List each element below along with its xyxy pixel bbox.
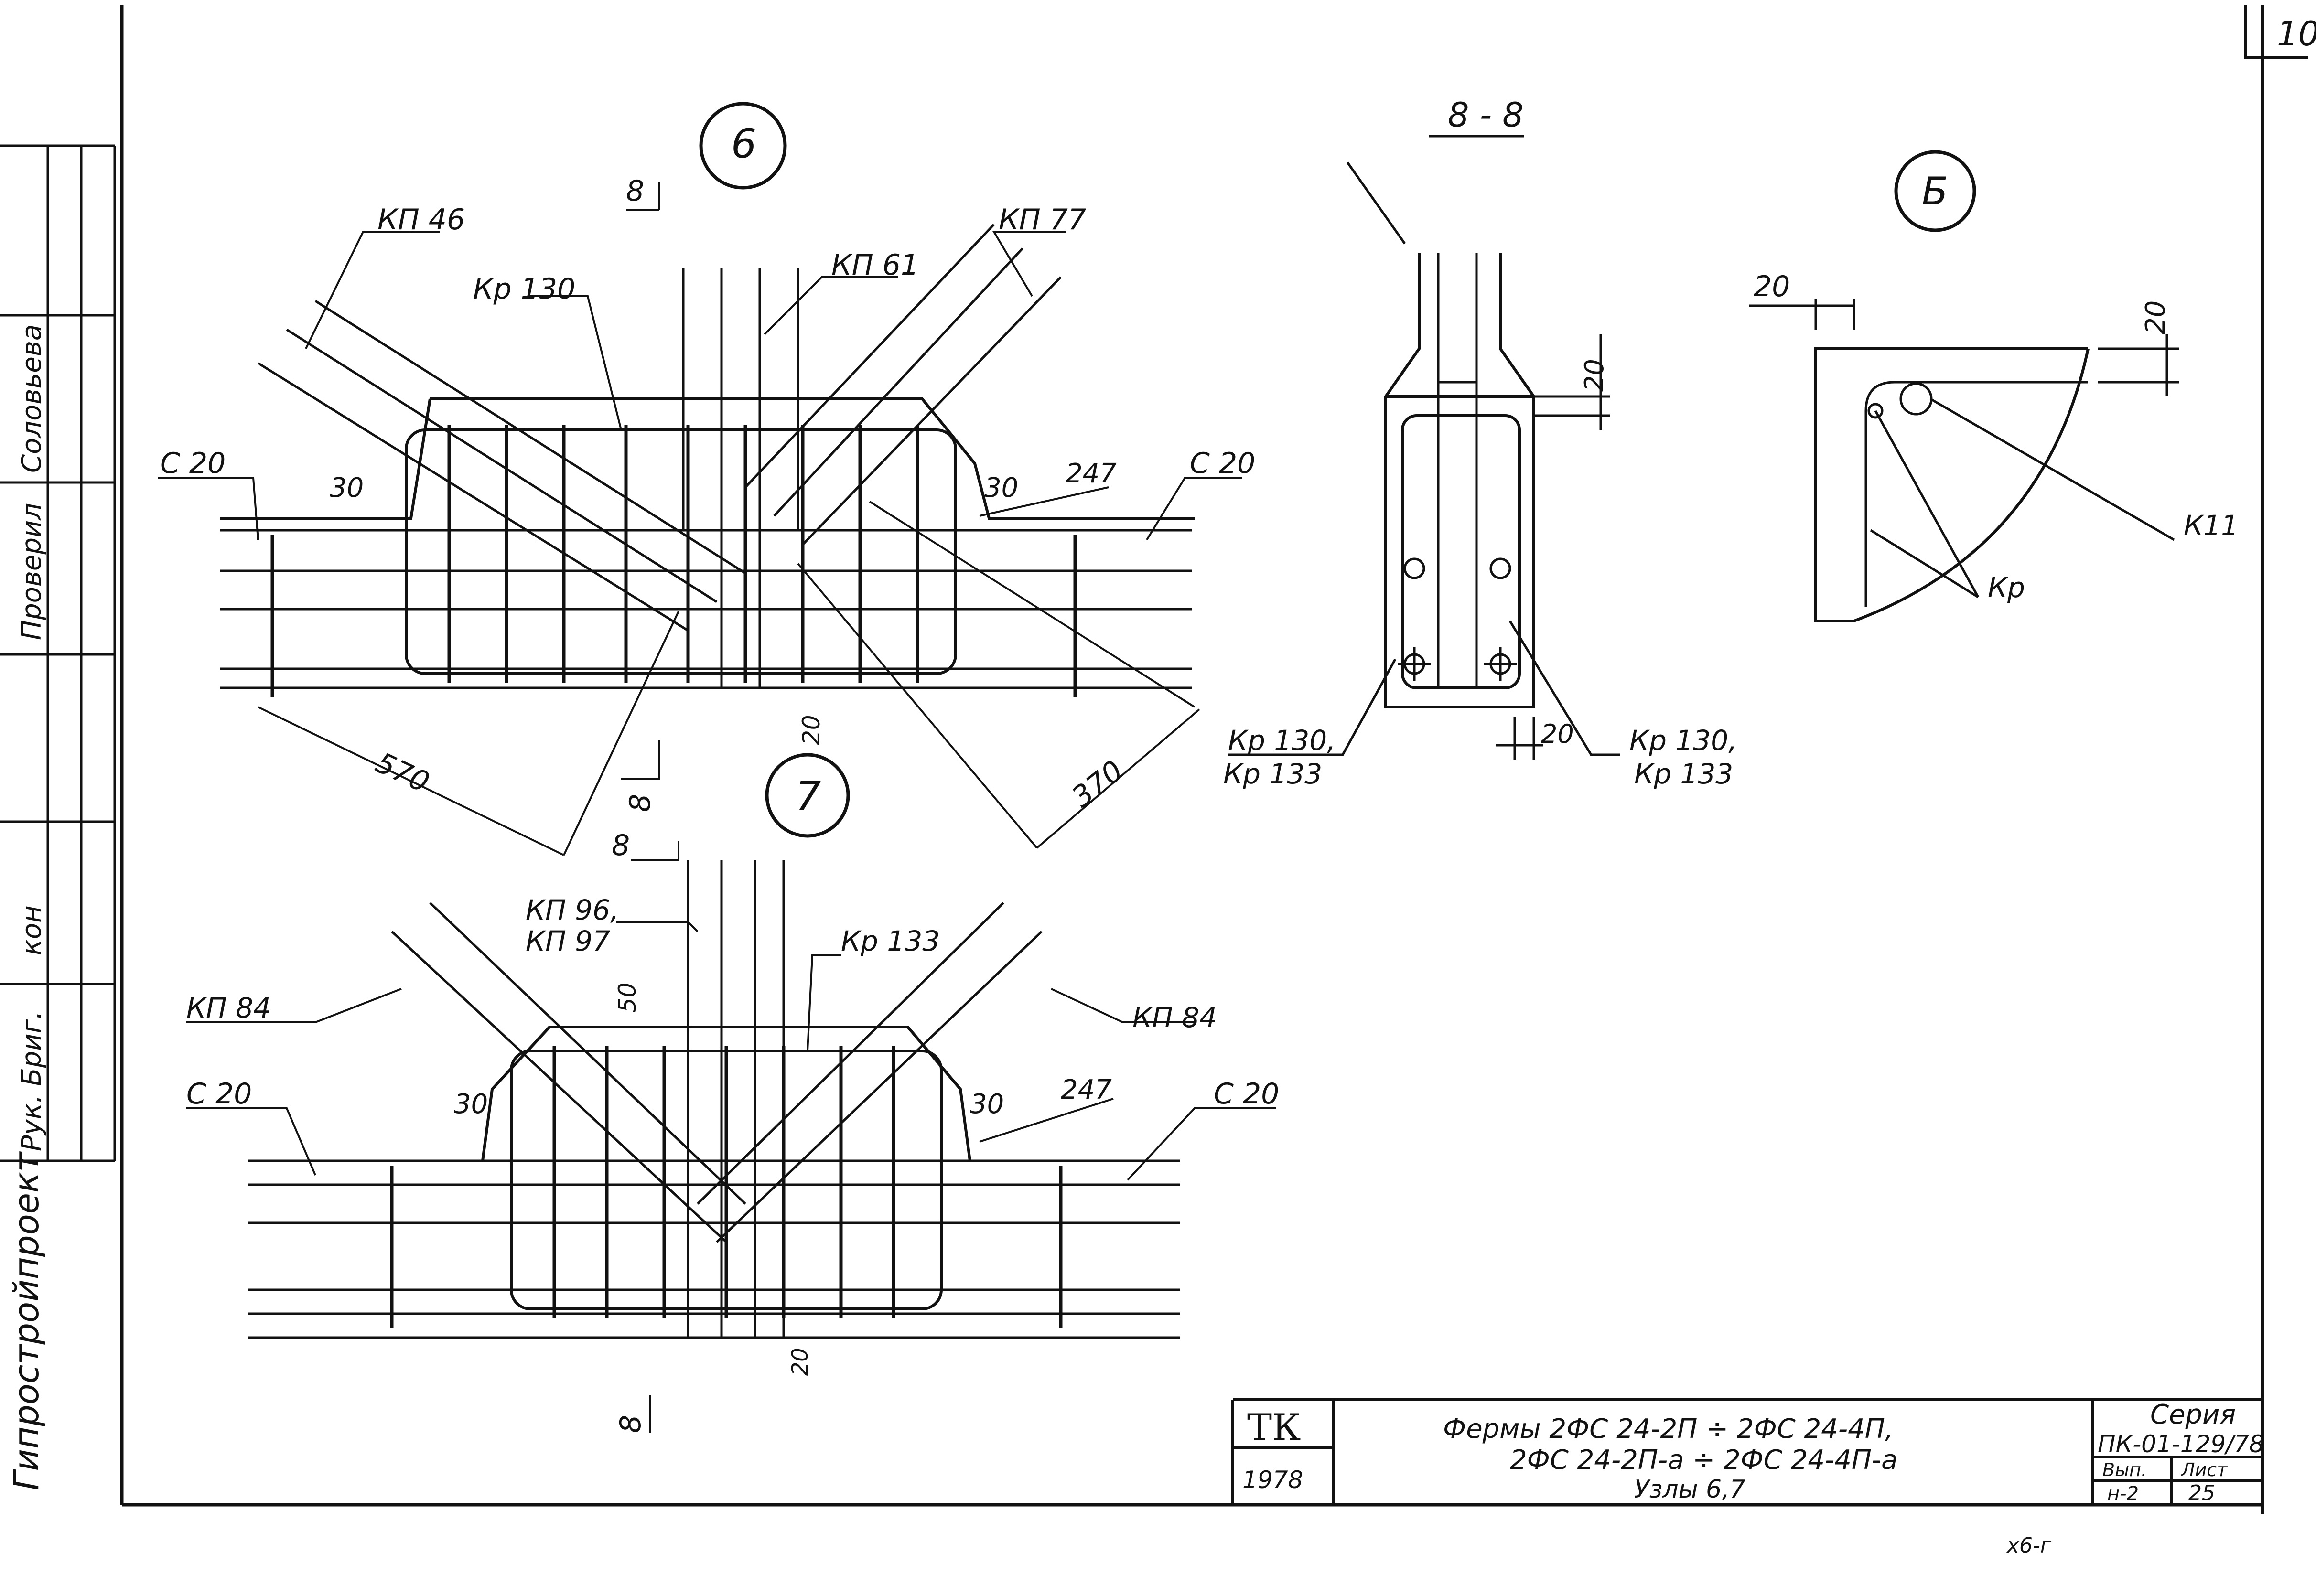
stamp-title-1: Фермы 2ФС 24-2П ÷ 2ФС 24-4П, [1443,1414,1894,1445]
title-stamp: ТК 1978 Фермы 2ФС 24-2П ÷ 2ФС 24-4П, 2ФС… [1231,1398,2264,1505]
label-kp96: КП 96, [526,894,619,926]
node-7-marker-circle [765,753,850,838]
node-6-marker: 6 [731,120,756,167]
stamp-series-value: ПК-01-129/78 [2098,1430,2264,1458]
label-k11: К11 [2184,509,2239,542]
section-mark-top: 8 [626,174,644,208]
section-mark-bottom: 8 [624,794,657,812]
stamp-title-3: Узлы 6,7 [1634,1475,1745,1504]
role-1: Рук. Бриг. [16,1011,47,1151]
stamp-org: ТК [1247,1406,1301,1449]
dim-20-node-b-side: 20 [2140,300,2171,334]
section-mark-bottom-7: 8 [614,1415,647,1433]
role-3: Проверил [16,503,47,640]
label-c20-left: С 20 [160,447,226,480]
label-c20-right: С 20 [1190,447,1255,480]
label-kr133: Кр 133 [841,925,940,957]
dim-30-left-7: 30 [454,1089,488,1120]
section-8-8-drawing: 8 - 8 20 [1223,96,1737,790]
stamp-title-2: 2ФС 24-2П-а ÷ 2ФС 24-4П-а [1510,1445,1897,1476]
stamp-sheet-label: Лист [2180,1459,2228,1480]
dim-20-section-bottom: 20 [1541,719,1574,749]
node-6-marker-circle [699,102,787,190]
org-name-vertical: Гипростройпроект [6,1151,46,1490]
left-title-strip: Гипростройпроект Рук. Бриг. кон Проверил… [0,144,116,1490]
label-kr133-left: Кр 133 [1223,758,1322,790]
dim-20-section-side: 20 [1579,359,1609,392]
node-6-drawing: 6 [158,102,1255,856]
label-kp97: КП 97 [526,925,610,957]
dim-50: 50 [614,982,641,1013]
dim-20-node6: 20 [797,715,825,745]
dim-30-left: 30 [330,472,364,503]
role-2: кон [16,905,47,955]
label-kp46: КП 46 [377,203,465,236]
dim-30-right: 30 [984,472,1018,503]
section-mark-top-7: 8 [612,829,630,862]
dim-20-node7: 20 [787,1348,813,1376]
dim-370: 370 [1066,754,1129,814]
stamp-issue-value: н-2 [2107,1483,2139,1505]
label-kp77: КП 77 [999,203,1086,236]
dim-247: 247 [1066,458,1117,489]
label-kr130: Кр 130 [473,272,575,306]
dim-20-node-b-top: 20 [1754,270,1790,303]
dim-570: 570 [371,746,434,800]
label-kp61: КП 61 [831,248,919,282]
stamp-issue-label: Вып. [2102,1459,2147,1480]
node-7-drawing: 7 [186,753,1279,1433]
label-kr: Кр [1988,571,2025,604]
stamp-series-label: Серия [2150,1399,2236,1430]
dim-30-right-7: 30 [970,1089,1004,1120]
label-kr130-left: Кр 130, [1228,724,1336,757]
node-b-marker-circle [1894,150,1976,232]
label-kr133-right: Кр 133 [1634,758,1733,790]
node-b-marker: Б [1922,169,1948,214]
section-8-8-title: 8 - 8 [1448,96,1524,135]
node-7-marker: 7 [796,772,821,819]
sheet-corner-box: 10 [2244,5,2316,59]
stamp-sheet-value: 25 [2188,1481,2215,1505]
role-4: Соловьева [16,324,47,473]
footer-note: х6-г [2006,1533,2052,1558]
sheet-frame [120,5,2264,1514]
dim-247-7: 247 [1061,1074,1112,1105]
label-c20-right-7: С 20 [1214,1077,1279,1111]
label-kp84-right: КП 84 [1132,1001,1217,1034]
stamp-year: 1978 [1242,1466,1303,1494]
label-kp84-left: КП 84 [186,992,271,1024]
label-kr130-right: Кр 130, [1629,724,1737,757]
node-b-drawing: Б 20 20 К11 Кр [1749,150,2239,622]
label-c20-left-7: С 20 [186,1077,252,1111]
sheet-corner-number: 10 [2277,14,2316,54]
